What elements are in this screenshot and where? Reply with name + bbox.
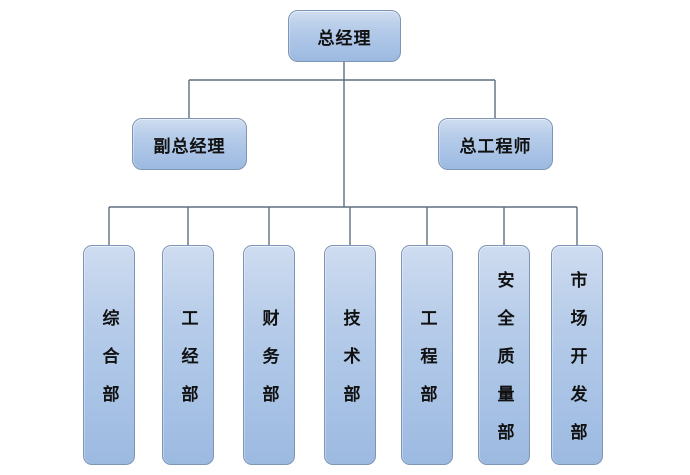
org-node-label: 总经理 bbox=[317, 28, 372, 48]
org-node-dept-finance: 财务部 bbox=[243, 245, 295, 465]
org-node-label: 安全质量部 bbox=[494, 270, 514, 461]
org-node-general-manager: 总经理 bbox=[288, 10, 401, 62]
org-node-label: 总工程师 bbox=[459, 136, 532, 156]
org-node-label: 工经部 bbox=[178, 308, 198, 423]
org-node-deputy-general-manager: 副总经理 bbox=[132, 118, 247, 170]
org-node-label: 财务部 bbox=[259, 308, 279, 423]
org-node-label: 工程部 bbox=[417, 308, 437, 423]
org-node-dept-safety-quality: 安全质量部 bbox=[478, 245, 530, 465]
org-node-label: 综合部 bbox=[99, 308, 119, 423]
org-node-dept-market-development: 市场开发部 bbox=[551, 245, 603, 465]
org-node-label: 副总经理 bbox=[153, 136, 226, 156]
org-node-dept-engineering: 工程部 bbox=[401, 245, 453, 465]
org-node-dept-engineering-economics: 工经部 bbox=[162, 245, 214, 465]
org-node-label: 市场开发部 bbox=[567, 270, 587, 461]
org-node-label: 技术部 bbox=[340, 308, 360, 423]
org-node-dept-technology: 技术部 bbox=[324, 245, 376, 465]
org-node-chief-engineer: 总工程师 bbox=[438, 118, 553, 170]
org-node-dept-general-affairs: 综合部 bbox=[83, 245, 135, 465]
